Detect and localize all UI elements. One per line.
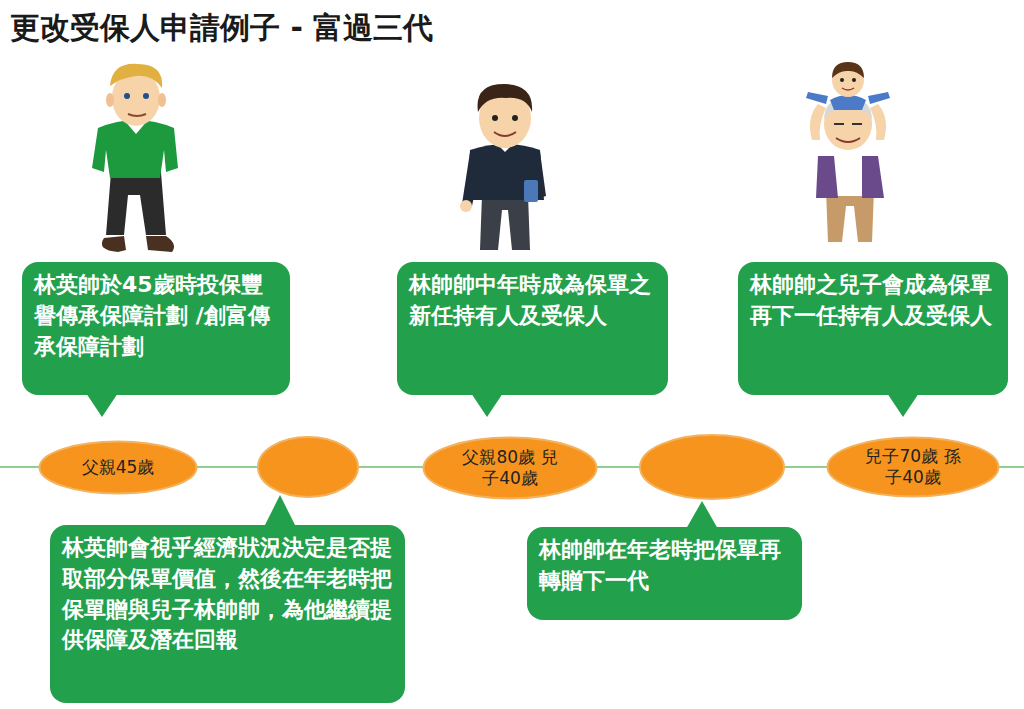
timeline-dot (258, 437, 358, 497)
callout-text: 林帥帥之兒子會成為保單再下一任持有人及受保人 (750, 270, 996, 332)
diagram-title: 更改受保人申請例子 - 富過三代 (10, 8, 433, 49)
callout-bubble: 林帥帥中年時成為保單之新任持有人及受保人 (397, 262, 668, 395)
grandfather-figure (806, 62, 890, 242)
callout-pointer (82, 393, 122, 419)
callout-bubble: 林帥帥之兒子會成為保單再下一任持有人及受保人 (738, 262, 1008, 395)
grandfather-figure-part (840, 78, 844, 82)
callout-bubble: 林英帥於45歲時投保豐譽傳承保障計劃 /創富傳承保障計劃 (22, 262, 290, 395)
father-figure-part (92, 120, 178, 178)
callout-pointer-shape (471, 393, 503, 417)
father-figure-part (110, 64, 162, 88)
son-figure-part (512, 115, 518, 121)
callout-text: 林英帥會視乎經濟狀況決定是否提取部分保單價值，然後在年老時把保單贈與兒子林帥帥，… (62, 533, 393, 656)
son-figure-part (524, 180, 538, 202)
timeline-dot (640, 435, 784, 499)
callout-pointer-shape (887, 393, 919, 417)
grandfather-figure-part (842, 88, 854, 90)
son-figure-part (480, 195, 530, 250)
grandfather-figure-part (836, 138, 860, 142)
callout-pointer-shape (86, 393, 118, 417)
son-figure (460, 84, 546, 250)
callout-pointer (682, 501, 722, 529)
father-figure-part (146, 236, 174, 252)
grandfather-figure-part (832, 63, 864, 97)
father-figure-part (106, 93, 114, 107)
father-figure-part (143, 93, 149, 99)
ellipse-outline (828, 438, 999, 497)
father-figure (92, 64, 178, 252)
grandfather-figure-part (832, 62, 864, 78)
grandfather-figure-part (870, 104, 886, 140)
father-figure-part (124, 93, 130, 99)
callout-bubble: 林英帥會視乎經濟狀況決定是否提取部分保單價值，然後在年老時把保單贈與兒子林帥帥，… (50, 525, 405, 703)
father-figure-part (128, 114, 146, 116)
timeline-ellipse: 兒子70歲 孫子40歲 (826, 436, 1000, 498)
ellipse-outline (424, 438, 597, 499)
timeline-ellipse: 父親80歲 兒子40歲 (422, 436, 598, 500)
son-figure-part (492, 115, 498, 121)
callout-text: 林帥帥中年時成為保單之新任持有人及受保人 (409, 270, 656, 332)
timeline-ellipse: 父親45歲 (38, 440, 198, 495)
son-figure-part (460, 200, 472, 212)
father-figure-part (158, 93, 166, 107)
callout-text: 林帥帥在年老時把保單再轉贈下一代 (539, 535, 790, 597)
son-figure-part (478, 84, 533, 112)
grandfather-figure-part (852, 78, 856, 82)
grandfather-figure-part (834, 123, 862, 125)
callout-pointer-shape (686, 501, 718, 529)
grandfather-figure-part (806, 92, 828, 104)
callout-pointer (260, 495, 300, 527)
callout-pointer (883, 393, 923, 419)
son-figure-part (494, 132, 516, 136)
callout-bubble: 林帥帥在年老時把保單再轉贈下一代 (527, 527, 802, 620)
callout-text: 林英帥於45歲時投保豐譽傳承保障計劃 /創富傳承保障計劃 (34, 270, 278, 362)
ellipse-outline (40, 442, 197, 494)
father-figure-part (102, 236, 126, 252)
grandfather-figure-part (868, 92, 890, 104)
grandfather-figure-part (862, 156, 884, 198)
callout-pointer-shape (264, 495, 296, 527)
grandfather-figure-part (810, 104, 826, 140)
grandfather-figure-part (830, 95, 866, 110)
age-label: 兒子70歲 孫子40歲 (860, 446, 965, 489)
callout-pointer (467, 393, 507, 419)
son-figure-part (462, 152, 480, 206)
age-label: 父親45歲 (65, 457, 170, 478)
grandfather-figure-part (816, 156, 838, 198)
age-label: 父親80歲 兒子40歲 (457, 447, 562, 490)
